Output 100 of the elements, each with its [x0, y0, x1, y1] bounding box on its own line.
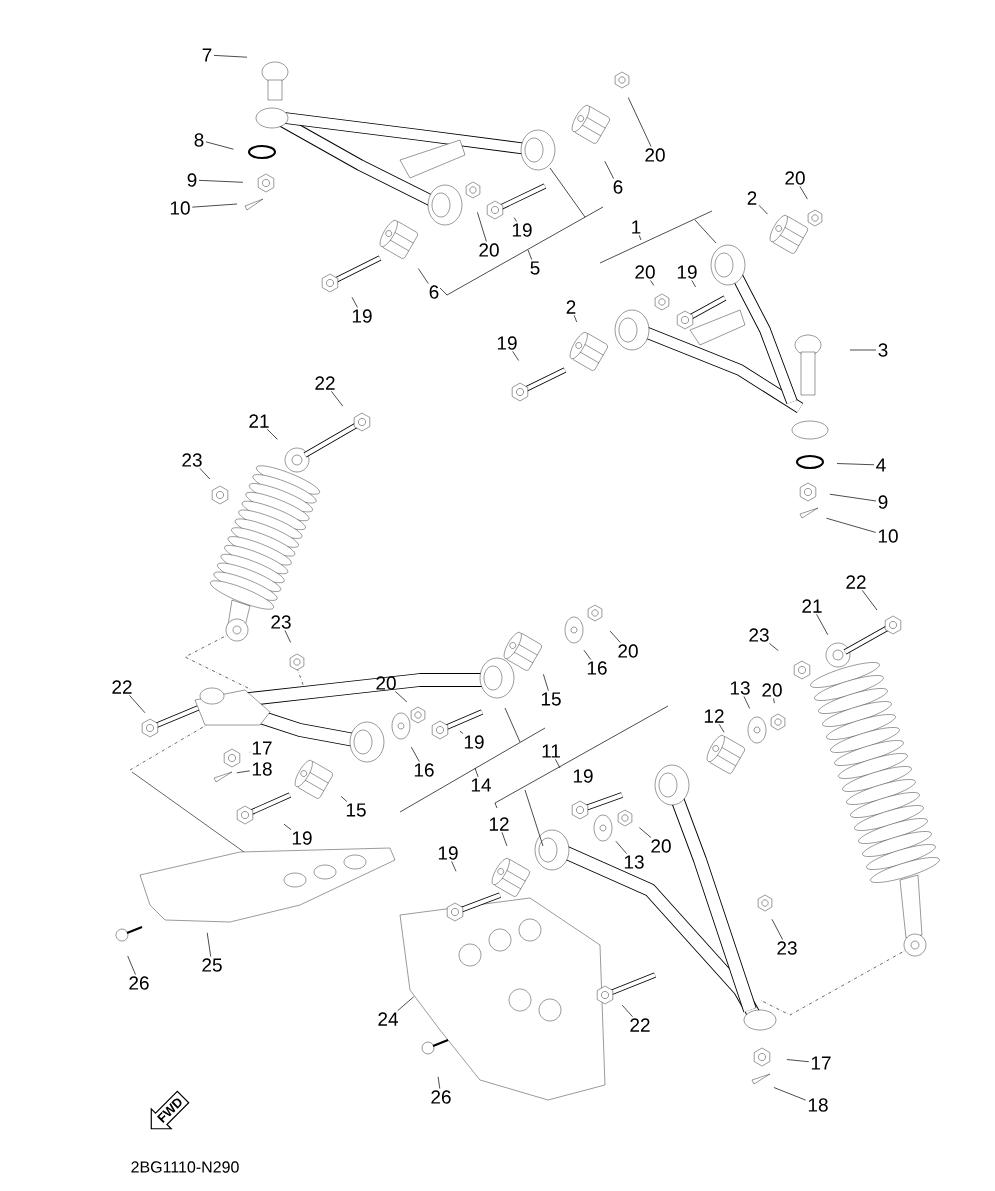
leader-line — [199, 468, 211, 480]
callout-number: 9 — [878, 495, 888, 509]
leader-line — [129, 695, 146, 714]
leader-line — [236, 770, 251, 774]
leader-line — [799, 186, 808, 200]
callout-number: 2 — [747, 191, 757, 205]
callout-number: 6 — [429, 285, 439, 299]
leader-line — [331, 391, 344, 407]
callout-number: 2 — [566, 300, 576, 314]
leader-line — [543, 673, 549, 692]
leader-line — [583, 649, 592, 660]
callout-number: 7 — [202, 48, 212, 62]
leader-line — [816, 614, 829, 636]
callout-number: 19 — [497, 336, 517, 350]
leader-line — [758, 204, 768, 215]
leader-line — [639, 827, 652, 838]
leader-line — [829, 493, 877, 502]
leader-line — [213, 55, 248, 58]
callout-number: 20 — [645, 148, 665, 162]
callout-number: 23 — [777, 941, 797, 955]
leader-line — [351, 296, 358, 308]
leader-line — [501, 832, 508, 847]
callout-number: 12 — [489, 817, 509, 831]
leader-line — [615, 840, 627, 854]
leader-line — [394, 691, 408, 703]
callout-number: 20 — [762, 683, 782, 697]
leader-line — [206, 932, 212, 957]
leader-line — [773, 698, 775, 704]
callout-number: 20 — [785, 171, 805, 185]
leader-line — [439, 167, 604, 296]
callout-number: 11 — [542, 744, 560, 758]
callout-number: 20 — [376, 676, 396, 690]
callout-number: 23 — [271, 615, 291, 629]
leader-line — [397, 996, 415, 1011]
part-code: 2BG1110-N290 — [131, 1161, 239, 1173]
leader-line — [604, 160, 614, 179]
leader-line — [410, 746, 420, 762]
callout-number: 12 — [704, 709, 724, 723]
callout-number: 21 — [802, 599, 822, 613]
callout-number: 19 — [512, 223, 532, 237]
callout-number: 19 — [438, 846, 458, 860]
leader-line — [650, 280, 655, 286]
callout-number: 23 — [182, 453, 202, 467]
leader-line — [284, 630, 291, 643]
leader-line — [451, 861, 457, 872]
callout-number: 20 — [651, 839, 671, 853]
leader-line — [836, 463, 875, 466]
leader-line — [198, 179, 244, 183]
leader-line — [599, 210, 717, 264]
callout-number: 19 — [464, 735, 484, 749]
leader-line — [283, 823, 292, 830]
leader-line — [861, 590, 878, 611]
callout-number: 26 — [129, 976, 149, 990]
leader-line — [771, 918, 783, 940]
leader-line — [417, 268, 429, 284]
leader-line — [512, 351, 520, 361]
callout-number: 10 — [170, 201, 190, 215]
callout-number: 8 — [194, 133, 204, 147]
callout-number: 17 — [252, 741, 272, 755]
callout-number: 13 — [624, 855, 644, 869]
leader-line — [691, 280, 696, 288]
callout-number: 19 — [573, 769, 593, 783]
callout-number: 4 — [876, 458, 886, 472]
leader-line — [627, 97, 652, 147]
callout-number: 18 — [808, 1098, 828, 1112]
callout-number: 15 — [346, 803, 366, 817]
callout-number: 17 — [811, 1056, 831, 1070]
callout-number: 23 — [749, 628, 769, 642]
callout-number: 1 — [632, 220, 641, 234]
callout-number: 3 — [878, 343, 888, 357]
leader-line — [494, 705, 669, 847]
callout-number: 16 — [414, 763, 434, 777]
leader-line — [773, 1087, 807, 1101]
callout-number: 26 — [431, 1090, 451, 1104]
leader-line — [266, 429, 278, 440]
leader-line — [399, 707, 546, 813]
leader-line — [609, 630, 621, 643]
callout-number: 19 — [292, 831, 312, 845]
leader-line — [205, 141, 234, 150]
callout-number: 21 — [249, 414, 269, 428]
leader-line — [743, 696, 750, 709]
callout-number: 25 — [202, 958, 222, 972]
leader-line — [477, 211, 487, 242]
callout-number: 9 — [187, 173, 197, 187]
callout-number: 22 — [630, 1018, 650, 1032]
callout-number: 22 — [112, 680, 132, 694]
leader-line — [718, 724, 725, 733]
callout-number: 20 — [479, 243, 499, 257]
callout-number: 19 — [352, 309, 372, 323]
leader-line — [849, 349, 877, 351]
leader-line — [191, 203, 238, 208]
callout-number: 24 — [378, 1012, 398, 1026]
leader-line — [437, 1076, 441, 1089]
callout-number: 14 — [471, 778, 491, 792]
callout-number: 20 — [618, 644, 638, 658]
callout-number: 13 — [730, 681, 750, 695]
callout-number: 10 — [878, 529, 898, 543]
leader-line — [769, 643, 779, 651]
leader-line — [340, 795, 348, 803]
leader-line — [513, 217, 517, 222]
